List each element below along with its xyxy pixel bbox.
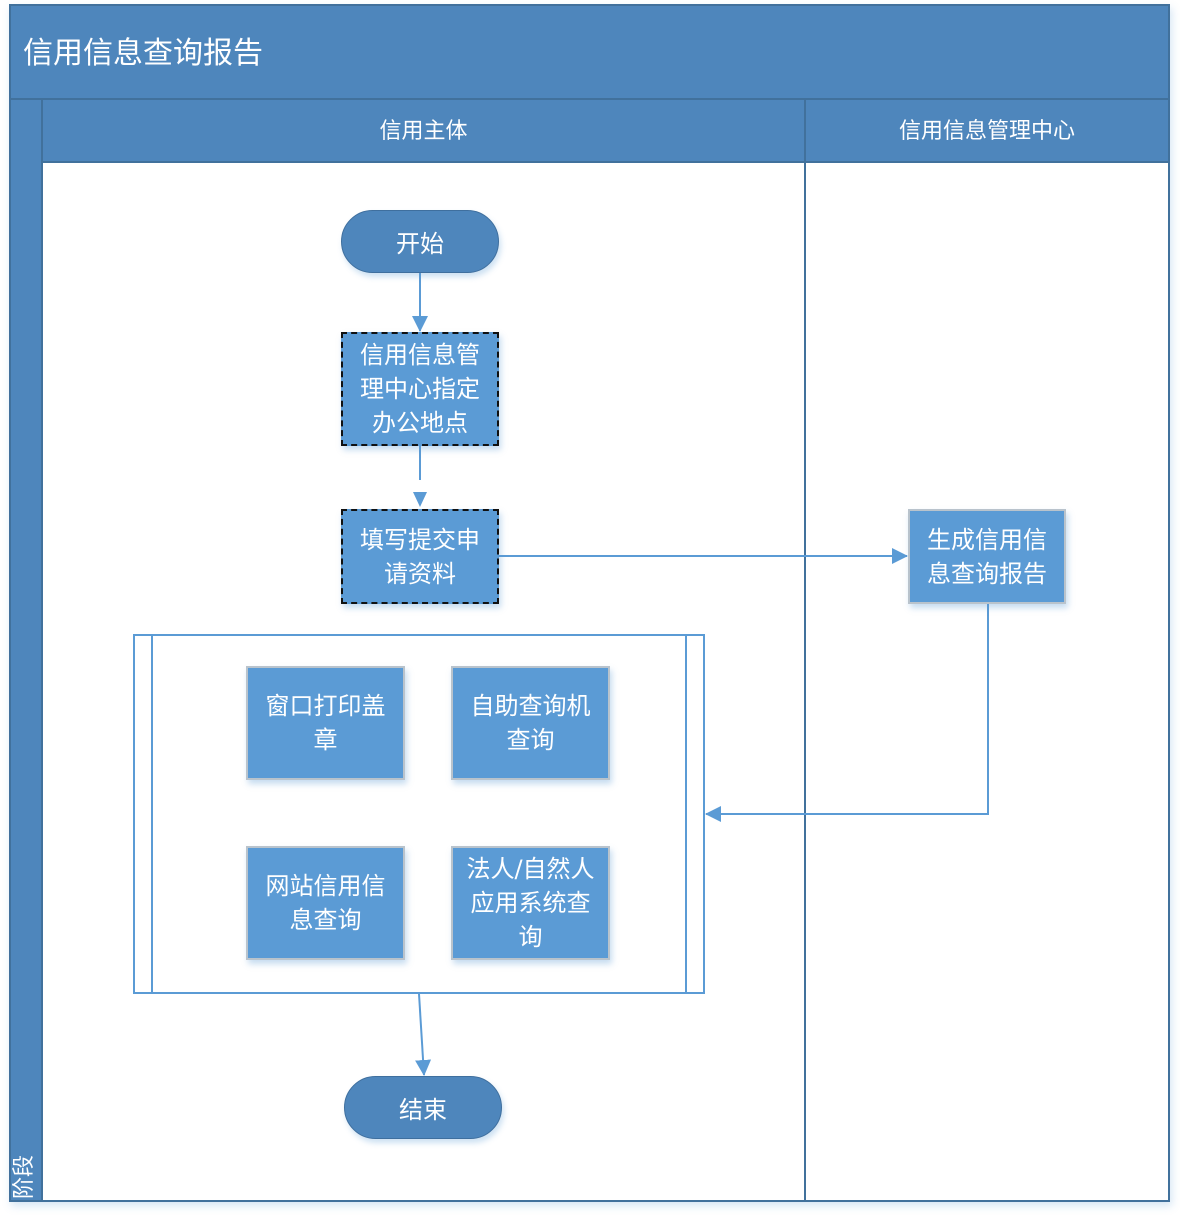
lane-header-credit-subject: 信用主体 xyxy=(41,100,806,163)
phase-label: 阶段 xyxy=(12,1154,37,1199)
group-inner-right-bar xyxy=(685,636,687,992)
self-service-query-node[interactable]: 自助查询机查询 xyxy=(451,666,610,780)
lane-divider xyxy=(804,100,806,1202)
group-inner-left-bar xyxy=(151,636,153,992)
window-print-node[interactable]: 窗口打印盖章 xyxy=(246,666,405,780)
submit-materials-node[interactable]: 填写提交申请资料 xyxy=(341,509,499,604)
phase-bar xyxy=(9,100,43,1202)
end-node[interactable]: 结束 xyxy=(344,1076,502,1139)
website-query-node[interactable]: 网站信用信息查询 xyxy=(246,846,405,960)
pool-title: 信用信息查询报告 xyxy=(9,4,1170,100)
designated-office-node[interactable]: 信用信息管理中心指定办公地点 xyxy=(341,332,499,446)
system-query-node[interactable]: 法人/自然人应用系统查询 xyxy=(451,846,610,960)
start-node[interactable]: 开始 xyxy=(341,210,499,273)
generate-report-node[interactable]: 生成信用信息查询报告 xyxy=(908,509,1066,604)
query-methods-group xyxy=(133,634,705,994)
lane-header-credit-center: 信用信息管理中心 xyxy=(804,100,1170,163)
